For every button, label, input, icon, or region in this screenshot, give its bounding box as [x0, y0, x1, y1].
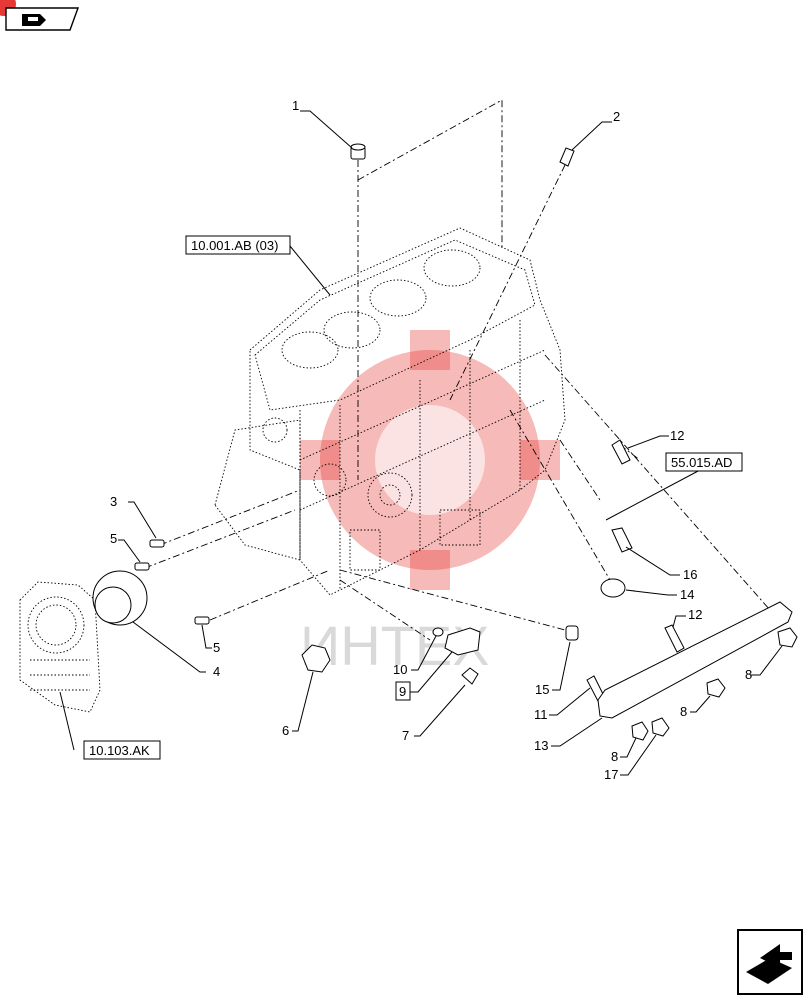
arrow-to-book-icon[interactable] — [0, 0, 79, 31]
part-9-sensor[interactable] — [444, 627, 481, 656]
part-2-dowel[interactable] — [559, 147, 575, 167]
part-17-bolt[interactable] — [651, 717, 670, 737]
callout-12b: 12 — [688, 607, 702, 622]
callout-14: 14 — [680, 587, 694, 602]
leader-lines — [59, 110, 783, 776]
part-15-fitting[interactable] — [565, 625, 579, 641]
part-5-pin[interactable] — [134, 562, 150, 571]
callout-6: 6 — [282, 723, 289, 738]
part-14-ring[interactable] — [600, 578, 626, 598]
callout-11: 11 — [534, 707, 548, 722]
part-7-bolt[interactable] — [461, 667, 479, 685]
part-8-nut-c[interactable] — [631, 721, 649, 741]
part-4-seal[interactable] — [92, 570, 148, 626]
callout-8c: 8 — [611, 749, 618, 764]
part-1-plug[interactable] — [350, 143, 366, 160]
ref-sensor-box[interactable]: 55.015.AD — [665, 452, 743, 472]
callout-15: 15 — [535, 682, 549, 697]
assembly-lines — [144, 99, 771, 641]
part-8-nut-b[interactable] — [706, 678, 726, 698]
part-10-oring[interactable] — [432, 627, 444, 637]
part-3-pin[interactable] — [149, 539, 165, 548]
watermark-gear — [300, 330, 560, 590]
part-8-nut-a[interactable] — [777, 627, 798, 648]
part-12b-stud[interactable] — [664, 624, 685, 653]
ref-sensor-label: 55.015.AD — [671, 455, 732, 470]
callout-9-box: 9 — [395, 681, 411, 701]
callout-1: 1 — [292, 98, 299, 113]
part-5b-pin[interactable] — [194, 616, 210, 625]
ref-block-label: 10.001.AB (03) — [191, 238, 278, 253]
callout-10: 10 — [393, 662, 407, 677]
callout-16: 16 — [683, 567, 697, 582]
part-12-stud[interactable] — [611, 439, 631, 465]
callout-7: 7 — [402, 728, 409, 743]
rear-cover — [19, 581, 101, 713]
callout-2: 2 — [613, 109, 620, 124]
callout-3: 3 — [110, 494, 117, 509]
ref-rear-cover-box[interactable]: 10.103.AK — [83, 740, 161, 760]
callout-5b: 5 — [213, 640, 220, 655]
ref-rear-cover-label: 10.103.AK — [89, 743, 150, 758]
callout-5a: 5 — [110, 531, 117, 546]
callout-13: 13 — [534, 738, 548, 753]
callouts: 1 2 3 4 5 5 6 7 8 8 8 9 10 11 12 12 13 1… — [110, 98, 752, 782]
part-16-sender[interactable] — [611, 527, 633, 553]
engine-block — [214, 227, 566, 596]
arrow-to-book-icon[interactable] — [737, 929, 803, 995]
callout-12a: 12 — [670, 428, 684, 443]
part-6-plug[interactable] — [301, 644, 331, 673]
ref-block-box[interactable]: 10.001.AB (03) — [185, 235, 291, 255]
part-13-bracket[interactable] — [597, 601, 793, 719]
callout-8b: 8 — [680, 704, 687, 719]
callout-17: 17 — [604, 767, 618, 782]
callout-8a: 8 — [745, 667, 752, 682]
callout-4: 4 — [213, 664, 220, 679]
callout-9: 9 — [399, 684, 406, 699]
